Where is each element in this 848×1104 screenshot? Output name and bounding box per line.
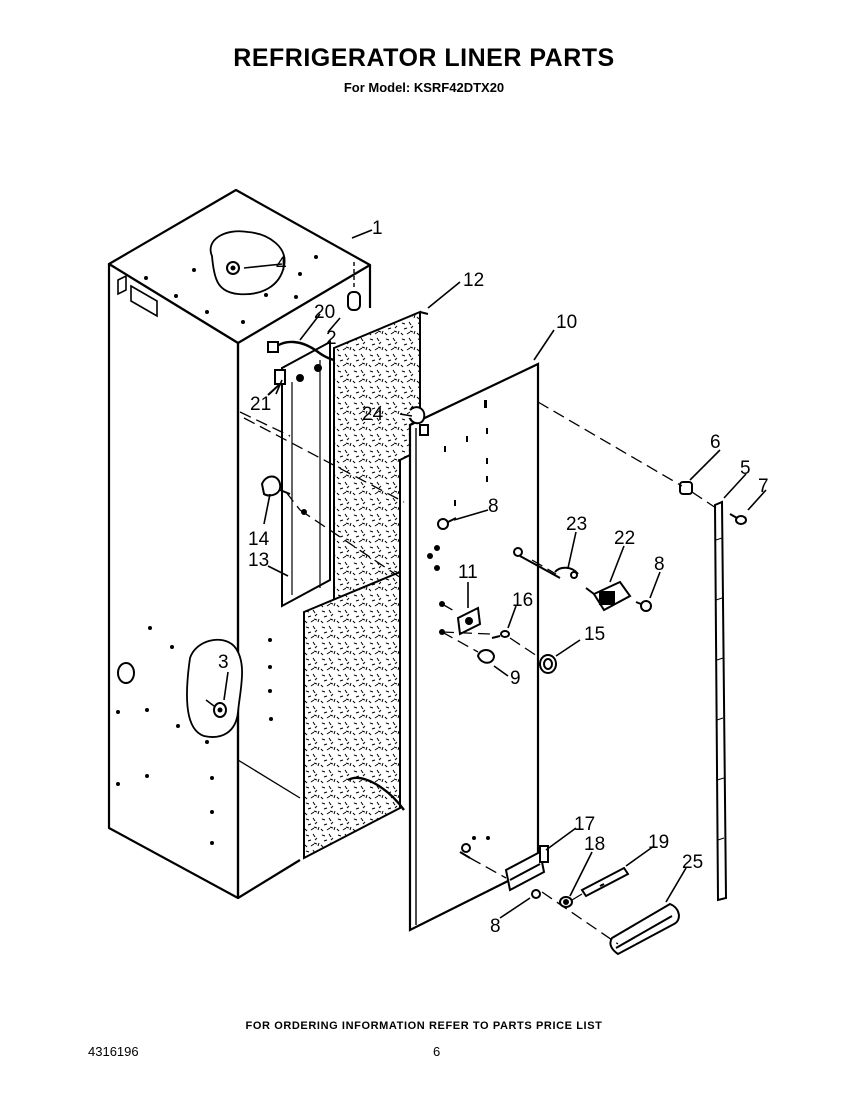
callout-2: 2 <box>326 328 337 349</box>
callout-13: 13 <box>248 550 269 571</box>
callout-20: 20 <box>314 302 335 323</box>
callout-14: 14 <box>248 529 270 550</box>
callout-4: 4 <box>276 254 287 275</box>
liner-holes <box>427 400 490 840</box>
nut-part-18 <box>559 896 573 908</box>
grommet-part-3 <box>205 699 227 718</box>
callout-22: 22 <box>614 528 635 549</box>
harness-wire <box>347 776 405 811</box>
plug-part-2 <box>347 262 361 311</box>
pin-part-16 <box>491 630 510 639</box>
knob-part-15 <box>539 654 557 674</box>
callout-12: 12 <box>463 270 484 291</box>
plug-part-9 <box>476 649 496 664</box>
top-cutout <box>209 230 286 296</box>
page-number: 6 <box>433 1044 441 1059</box>
side-cutout <box>186 638 243 738</box>
leader-lines <box>223 229 767 919</box>
callout-5: 5 <box>740 458 751 479</box>
grommet-part-4 <box>226 261 240 275</box>
clip-part-6 <box>679 481 693 495</box>
callout-18: 18 <box>584 834 605 855</box>
callout-6: 6 <box>710 432 721 453</box>
callout-8-right: 8 <box>654 554 665 575</box>
rod-part-19 <box>580 866 630 898</box>
callout-1: 1 <box>372 218 383 239</box>
callout-25: 25 <box>682 852 703 873</box>
insulation-part-12 <box>303 310 429 860</box>
callout-23: 23 <box>566 514 587 535</box>
channel-part-13 <box>281 340 331 608</box>
document-number: 4316196 <box>88 1044 139 1059</box>
control-plate <box>117 274 158 318</box>
assembly-lines <box>239 401 717 945</box>
callout-24: 24 <box>362 404 384 425</box>
ordering-note: FOR ORDERING INFORMATION REFER TO PARTS … <box>245 1020 603 1032</box>
grommet-part-24 <box>409 406 429 436</box>
screw-part-8-upper <box>437 517 457 530</box>
callout-16: 16 <box>512 590 533 611</box>
callout-7: 7 <box>758 476 769 497</box>
callout-labels: 1 4 20 2 21 12 10 24 6 5 7 8 23 22 8 14 … <box>218 218 769 937</box>
callout-3: 3 <box>218 652 229 673</box>
callout-17: 17 <box>574 814 595 835</box>
callout-8-bottom: 8 <box>490 916 501 937</box>
plate-part-11 <box>456 606 482 636</box>
callout-15: 15 <box>584 624 605 645</box>
model-subtitle: For Model: KSRF42DTX20 <box>343 80 505 95</box>
callout-8-upper: 8 <box>488 496 499 517</box>
trim-strip-part-5 <box>713 500 728 902</box>
screw-part-8-bottom <box>531 889 541 899</box>
bumper-part-14 <box>260 475 291 497</box>
callout-21: 21 <box>250 394 271 415</box>
callout-11: 11 <box>458 562 478 583</box>
callout-9: 9 <box>510 668 521 689</box>
page-title: REFRIGERATOR LINER PARTS <box>233 44 615 72</box>
screw-part-7 <box>729 513 747 525</box>
liner-panel-part-10 <box>408 362 540 932</box>
switch-part-22 <box>585 580 632 612</box>
sensor-part-23 <box>513 547 579 579</box>
callout-19: 19 <box>648 832 669 853</box>
cabinet-port <box>117 662 135 684</box>
hinge-pin <box>459 843 471 859</box>
trim-strip-ticks <box>715 537 725 841</box>
cover-part-25 <box>609 902 680 956</box>
callout-10: 10 <box>556 312 577 333</box>
connector-icon <box>267 341 279 353</box>
screw-part-8-right <box>635 600 652 612</box>
hinge-part-17 <box>504 845 549 892</box>
